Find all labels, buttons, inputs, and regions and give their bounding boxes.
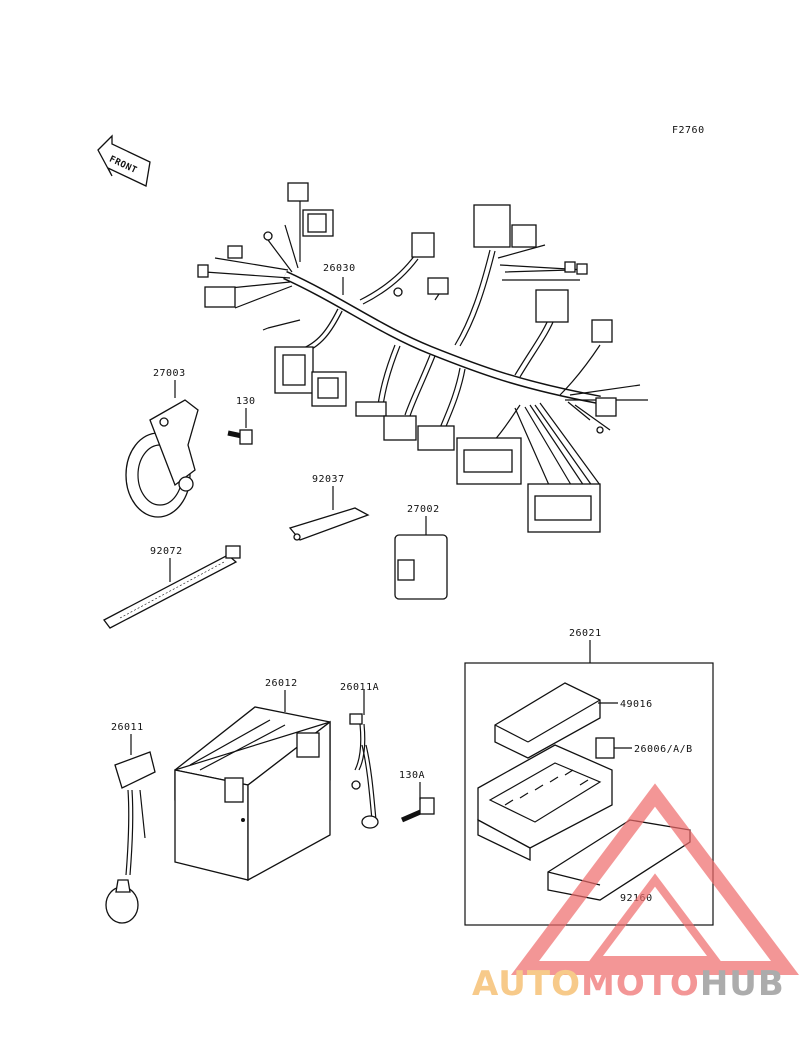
svg-text:AUTOMOTOHUB: AUTOMOTOHUB (472, 964, 785, 1004)
label-26012: 26012 (265, 678, 298, 689)
label-130: 130 (236, 396, 256, 407)
label-26021: 26021 (569, 628, 602, 639)
watermark-text-hub: HUB (700, 964, 785, 1004)
battery-cable-26011-illustration (105, 751, 156, 924)
front-arrow-icon: FRONT (97, 134, 151, 187)
label-26006: 26006/A/B (634, 744, 693, 755)
label-92160: 92160 (620, 893, 653, 904)
watermark-triangle-inner (587, 873, 723, 964)
label-27002: 27002 (407, 504, 440, 515)
battery-illustration (174, 706, 331, 882)
label-92072: 92072 (150, 546, 183, 557)
label-27003: 27003 (153, 368, 186, 379)
wiring-harness-illustration (197, 182, 648, 533)
label-26011: 26011 (111, 722, 144, 733)
label-130A: 130A (399, 770, 425, 781)
ground-strap-illustration (288, 507, 370, 541)
cable-tie-illustration (103, 545, 241, 629)
label-92037: 92037 (312, 474, 345, 485)
label-26011A: 26011A (340, 682, 379, 693)
relay-illustration (394, 534, 448, 600)
junction-box-frame (464, 662, 714, 926)
horn-illustration (125, 399, 199, 518)
battery-cable-illustration (349, 713, 379, 829)
figure-code: F2760 (672, 125, 705, 136)
watermark-logo: AUTOMOTOHUB (472, 783, 800, 1004)
label-49016: 49016 (620, 699, 653, 710)
watermark-triangle-outer (510, 783, 800, 975)
watermark-text-moto: MOTO (581, 964, 700, 1004)
watermark-text-auto: AUTO (472, 964, 581, 1004)
label-26030: 26030 (323, 263, 356, 274)
bolt-130-illustration (227, 429, 253, 445)
bolt-130a-illustration (401, 797, 435, 823)
